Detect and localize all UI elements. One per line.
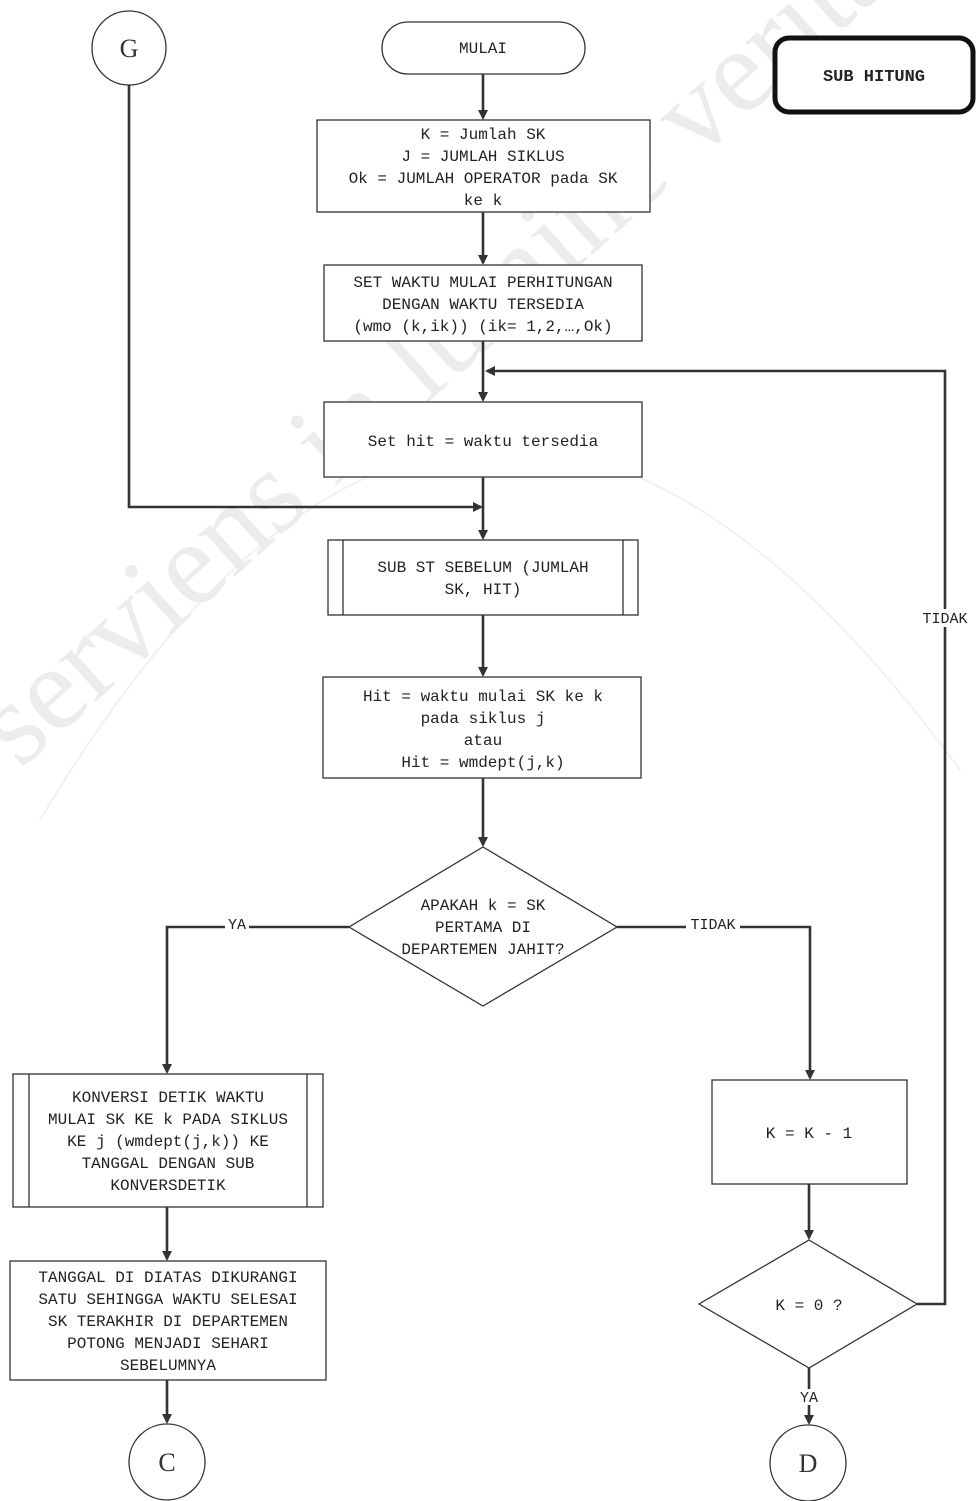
konversi-line-3: KE j (wmdept(j,k)) KE [67, 1133, 269, 1151]
label-tidak-right: TIDAK [690, 917, 735, 934]
set-waktu-line-2: DENGAN WAKTU TERSEDIA [382, 296, 584, 314]
tanggal-line-2: SATU SEHINGGA WAKTU SELESAI [38, 1291, 297, 1309]
tanggal-box: TANGGAL DI DIATAS DIKURANGI SATU SEHINGG… [9, 1260, 327, 1381]
start-label: MULAI [459, 40, 507, 58]
label-ya-bottom: YA [800, 1390, 818, 1407]
edge-labels: YA TIDAK TIDAK YA [225, 609, 972, 1407]
konversi-line-1: KONVERSI DETIK WAKTU [72, 1089, 264, 1107]
init-line-1: K = Jumlah SK [421, 126, 546, 144]
watermark-text: serviens in lumine veritatis [0, 0, 976, 789]
decrement-label: K = K - 1 [766, 1125, 852, 1143]
decision-zero-label: K = 0 ? [775, 1297, 842, 1315]
edge-g-subst [127, 85, 483, 512]
tanggal-line-4: POTONG MENJADI SEHARI [67, 1335, 269, 1353]
hit-line-1: Hit = waktu mulai SK ke k [363, 688, 603, 706]
connector-c-label: C [158, 1448, 175, 1477]
konversi-line-2: MULAI SK KE k PADA SIKLUS [48, 1111, 288, 1129]
set-waktu-box: SET WAKTU MULAI PERHITUNGAN DENGAN WAKTU… [323, 264, 643, 342]
edge-decision-tidak [617, 925, 815, 1080]
decision-first-line-3: DEPARTEMEN JAHIT? [401, 941, 564, 959]
edge-loop-tidak [485, 366, 947, 1306]
set-hit-box: Set hit = waktu tersedia [323, 401, 643, 478]
sub-st-line-1: SUB ST SEBELUM (JUMLAH [377, 559, 588, 577]
title-box: SUB HITUNG [772, 35, 976, 115]
connector-d-label: D [799, 1449, 818, 1478]
set-hit-label: Set hit = waktu tersedia [368, 433, 599, 451]
connector-g: G [91, 10, 167, 86]
decision-first-line-1: APAKAH k = SK [421, 897, 546, 915]
sub-st-line-2: SK, HIT) [445, 581, 522, 599]
set-waktu-line-1: SET WAKTU MULAI PERHITUNGAN [353, 274, 612, 292]
hit-line-4: Hit = wmdept(j,k) [401, 754, 564, 772]
sub-st-box: SUB ST SEBELUM (JUMLAH SK, HIT) [327, 539, 639, 616]
init-line-4: ke k [464, 192, 502, 210]
init-line-2: J = JUMLAH SIKLUS [401, 148, 564, 166]
connector-d: D [769, 1424, 847, 1501]
edge-decision-ya [162, 925, 349, 1074]
decision-first-line-2: PERTAMA DI [435, 919, 531, 937]
hit-line-3: atau [464, 732, 502, 750]
init-box: K = Jumlah SK J = JUMLAH SIKLUS Ok = JUM… [316, 119, 651, 213]
tanggal-line-5: SEBELUMNYA [120, 1357, 216, 1375]
title-text: SUB HITUNG [823, 68, 925, 87]
edges [127, 74, 947, 1425]
decision-first-sk: APAKAH k = SK PERTAMA DI DEPARTEMEN JAHI… [347, 846, 619, 1007]
start-terminal: MULAI [381, 21, 586, 75]
set-waktu-line-3: (wmo (k,ik)) (ik= 1,2,…,Ok) [353, 318, 612, 336]
hit-line-2: pada siklus j [421, 710, 546, 728]
tanggal-line-1: TANGGAL DI DIATAS DIKURANGI [38, 1269, 297, 1287]
label-tidak-loop: TIDAK [922, 611, 967, 628]
connector-c: C [128, 1423, 206, 1501]
label-ya-left: YA [228, 917, 246, 934]
konversi-box: KONVERSI DETIK WAKTU MULAI SK KE k PADA … [12, 1073, 324, 1208]
konversi-line-4: TANGGAL DENGAN SUB [82, 1155, 255, 1173]
decision-k-zero: K = 0 ? [697, 1239, 919, 1369]
connector-g-label: G [120, 34, 139, 63]
init-line-3: Ok = JUMLAH OPERATOR pada SK [349, 170, 618, 188]
tanggal-line-3: SK TERAKHIR DI DEPARTEMEN [48, 1313, 288, 1331]
konversi-line-5: KONVERSDETIK [110, 1177, 226, 1195]
hit-box: Hit = waktu mulai SK ke k pada siklus j … [322, 676, 642, 779]
decrement-box: K = K - 1 [711, 1079, 908, 1185]
